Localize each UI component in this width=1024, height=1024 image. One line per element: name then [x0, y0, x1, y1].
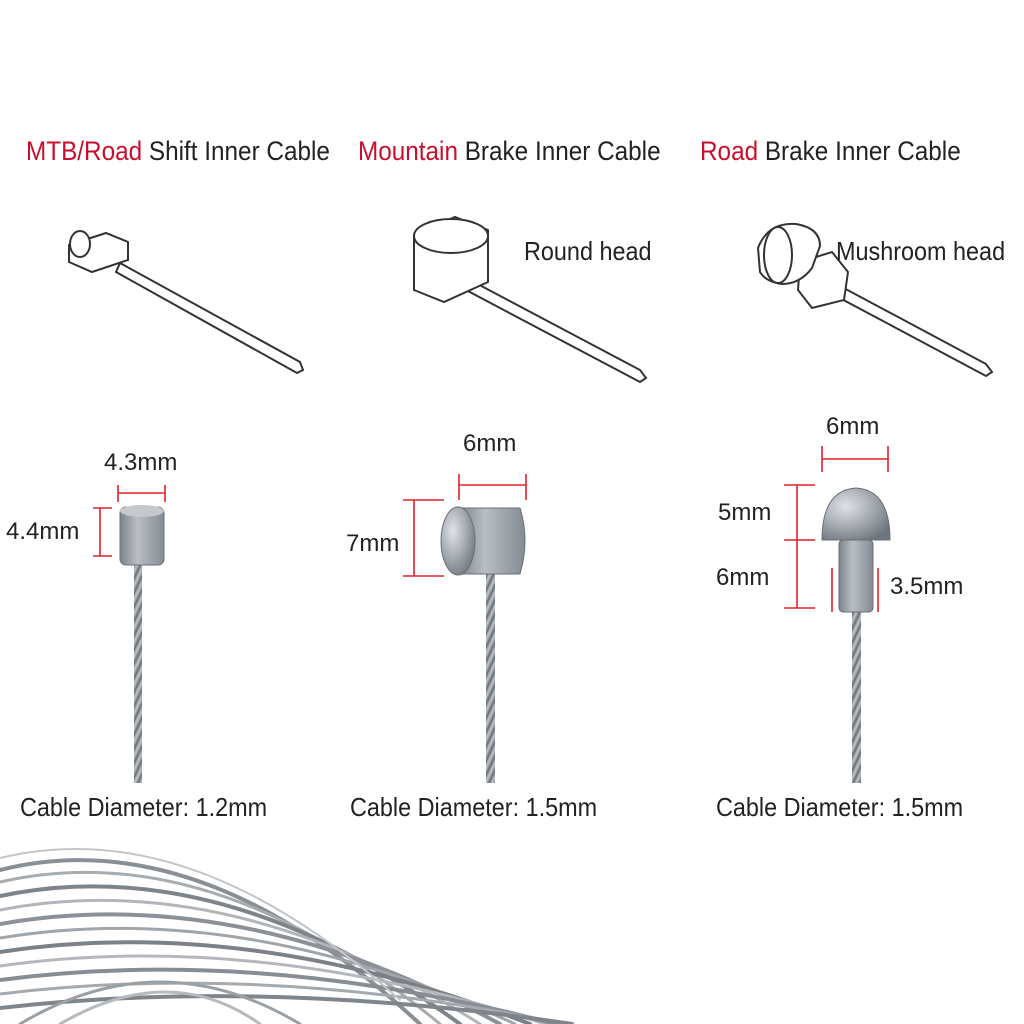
- dimension-neck-width-col3: 3.5mm: [890, 573, 964, 600]
- shift-cable-line-drawing: [68, 230, 305, 375]
- title-mountain-brake-cable: Mountain Brake Inner Cable: [358, 136, 661, 167]
- dimension-lines-col1: [93, 485, 166, 557]
- dimension-lines-col3: [784, 446, 889, 612]
- title-accent: Mountain: [358, 136, 458, 166]
- head-label-round: Round head: [524, 236, 652, 266]
- shift-cable-photo: [119, 505, 165, 783]
- round-head-photo: [440, 506, 526, 783]
- dimension-width-col3: 6mm: [826, 413, 880, 440]
- dimension-height-col2: 7mm: [346, 530, 400, 557]
- title-shift-cable: MTB/Road Shift Inner Cable: [26, 136, 330, 167]
- cable-diameter-col3: Cable Diameter: 1.5mm: [716, 792, 964, 822]
- title-rest: Brake Inner Cable: [457, 136, 661, 166]
- title-accent: MTB/Road: [26, 136, 143, 166]
- mushroom-head-photo: [821, 487, 891, 783]
- dimension-width-col1: 4.3mm: [104, 449, 178, 476]
- title-accent: Road: [700, 136, 759, 166]
- cable-diameter-col1: Cable Diameter: 1.2mm: [20, 792, 268, 822]
- dimension-cap-height-col3: 5mm: [718, 499, 772, 526]
- title-rest: Brake Inner Cable: [758, 136, 961, 166]
- mushroom-head-line-drawing: [756, 222, 994, 378]
- dimension-neck-height-col3: 6mm: [716, 564, 770, 591]
- dimension-lines-col2: [403, 474, 527, 577]
- dimension-height-col1: 4.4mm: [6, 518, 80, 545]
- head-label-mushroom: Mushroom head: [836, 236, 1006, 266]
- dimension-width-col2: 6mm: [463, 430, 517, 457]
- round-head-line-drawing: [413, 215, 648, 384]
- title-road-brake-cable: Road Brake Inner Cable: [700, 136, 961, 167]
- cable-diameter-col2: Cable Diameter: 1.5mm: [350, 792, 598, 822]
- coiled-cable-photo: [0, 848, 574, 1024]
- title-rest: Shift Inner Cable: [142, 136, 330, 166]
